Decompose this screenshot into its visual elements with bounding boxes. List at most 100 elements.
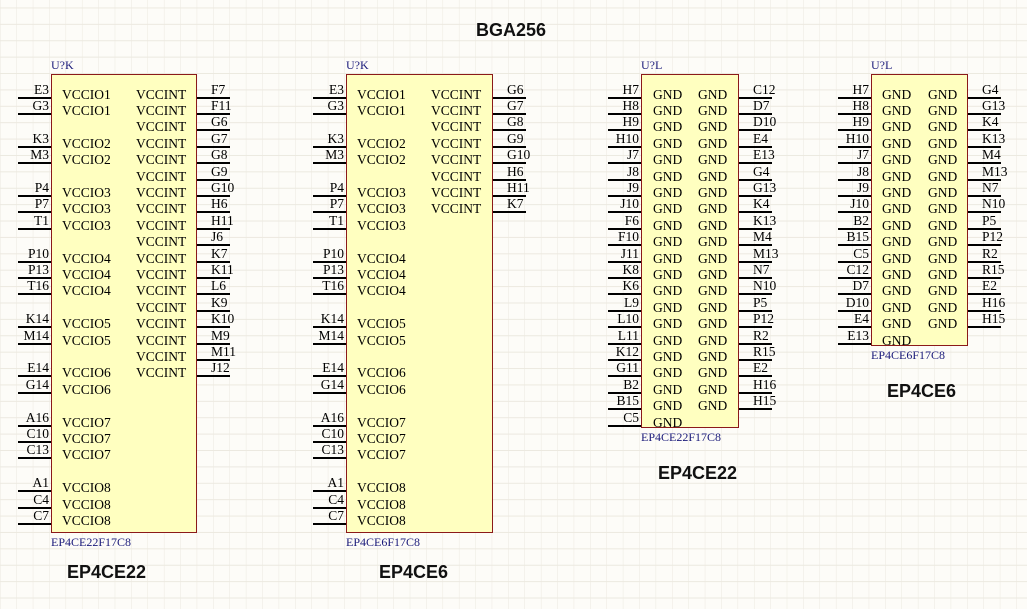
pin-line[interactable] (838, 293, 871, 296)
pin-line[interactable] (313, 342, 346, 345)
pin-line[interactable] (313, 506, 346, 509)
pin-line[interactable] (608, 244, 641, 247)
pin-line[interactable] (739, 391, 772, 394)
pin-line[interactable] (838, 178, 871, 181)
pin-line[interactable] (197, 293, 230, 296)
pin-line[interactable] (313, 293, 346, 296)
pin-line[interactable] (313, 375, 346, 378)
pin-line[interactable] (197, 326, 230, 329)
pin-line[interactable] (608, 408, 641, 411)
pin-line[interactable] (838, 260, 871, 263)
pin-line[interactable] (197, 96, 230, 99)
pin-line[interactable] (608, 96, 641, 99)
pin-line[interactable] (18, 194, 51, 197)
pin-line[interactable] (197, 129, 230, 132)
pin-line[interactable] (18, 211, 51, 214)
pin-line[interactable] (739, 244, 772, 247)
pin-line[interactable] (968, 326, 1001, 329)
pin-line[interactable] (739, 326, 772, 329)
pin-line[interactable] (608, 276, 641, 279)
pin-line[interactable] (968, 276, 1001, 279)
pin-line[interactable] (838, 244, 871, 247)
pin-line[interactable] (739, 358, 772, 361)
pin-line[interactable] (608, 391, 641, 394)
pin-line[interactable] (197, 145, 230, 148)
pin-line[interactable] (313, 211, 346, 214)
pin-line[interactable] (838, 112, 871, 115)
pin-line[interactable] (313, 457, 346, 460)
pin-line[interactable] (968, 194, 1001, 197)
pin-line[interactable] (18, 375, 51, 378)
pin-line[interactable] (968, 145, 1001, 148)
pin-line[interactable] (18, 424, 51, 427)
pin-line[interactable] (838, 326, 871, 329)
pin-line[interactable] (313, 522, 346, 525)
pin-line[interactable] (493, 96, 526, 99)
pin-line[interactable] (608, 194, 641, 197)
pin-line[interactable] (838, 309, 871, 312)
pin-line[interactable] (608, 112, 641, 115)
pin-line[interactable] (313, 260, 346, 263)
pin-line[interactable] (197, 276, 230, 279)
pin-line[interactable] (197, 260, 230, 263)
pin-line[interactable] (739, 309, 772, 312)
pin-line[interactable] (197, 162, 230, 165)
pin-line[interactable] (313, 96, 346, 99)
pin-line[interactable] (968, 309, 1001, 312)
pin-line[interactable] (838, 227, 871, 230)
pin-line[interactable] (838, 342, 871, 345)
component-body[interactable] (641, 74, 739, 428)
pin-line[interactable] (838, 162, 871, 165)
pin-line[interactable] (739, 375, 772, 378)
pin-line[interactable] (739, 194, 772, 197)
pin-line[interactable] (18, 506, 51, 509)
pin-line[interactable] (197, 375, 230, 378)
pin-line[interactable] (608, 129, 641, 132)
pin-line[interactable] (313, 490, 346, 493)
pin-line[interactable] (197, 211, 230, 214)
pin-line[interactable] (313, 424, 346, 427)
pin-line[interactable] (197, 244, 230, 247)
pin-line[interactable] (313, 194, 346, 197)
pin-line[interactable] (313, 227, 346, 230)
pin-line[interactable] (968, 129, 1001, 132)
pin-line[interactable] (313, 326, 346, 329)
component-body[interactable] (871, 74, 968, 346)
pin-line[interactable] (18, 391, 51, 394)
pin-line[interactable] (968, 293, 1001, 296)
pin-line[interactable] (739, 276, 772, 279)
pin-line[interactable] (608, 260, 641, 263)
pin-line[interactable] (968, 260, 1001, 263)
component-body[interactable] (51, 74, 197, 533)
pin-line[interactable] (608, 211, 641, 214)
pin-line[interactable] (739, 227, 772, 230)
pin-line[interactable] (838, 276, 871, 279)
pin-line[interactable] (739, 342, 772, 345)
pin-line[interactable] (18, 522, 51, 525)
pin-line[interactable] (18, 227, 51, 230)
pin-line[interactable] (493, 145, 526, 148)
pin-line[interactable] (608, 227, 641, 230)
pin-line[interactable] (968, 244, 1001, 247)
pin-line[interactable] (18, 457, 51, 460)
pin-line[interactable] (18, 112, 51, 115)
pin-line[interactable] (313, 391, 346, 394)
pin-line[interactable] (739, 178, 772, 181)
pin-line[interactable] (18, 276, 51, 279)
pin-line[interactable] (608, 178, 641, 181)
pin-line[interactable] (739, 293, 772, 296)
pin-line[interactable] (197, 358, 230, 361)
pin-line[interactable] (968, 96, 1001, 99)
pin-line[interactable] (608, 145, 641, 148)
pin-line[interactable] (739, 260, 772, 263)
pin-line[interactable] (197, 227, 230, 230)
pin-line[interactable] (197, 178, 230, 181)
pin-line[interactable] (18, 490, 51, 493)
pin-line[interactable] (197, 309, 230, 312)
pin-line[interactable] (968, 227, 1001, 230)
pin-line[interactable] (18, 326, 51, 329)
pin-line[interactable] (18, 440, 51, 443)
pin-line[interactable] (313, 276, 346, 279)
pin-line[interactable] (739, 96, 772, 99)
pin-line[interactable] (18, 260, 51, 263)
